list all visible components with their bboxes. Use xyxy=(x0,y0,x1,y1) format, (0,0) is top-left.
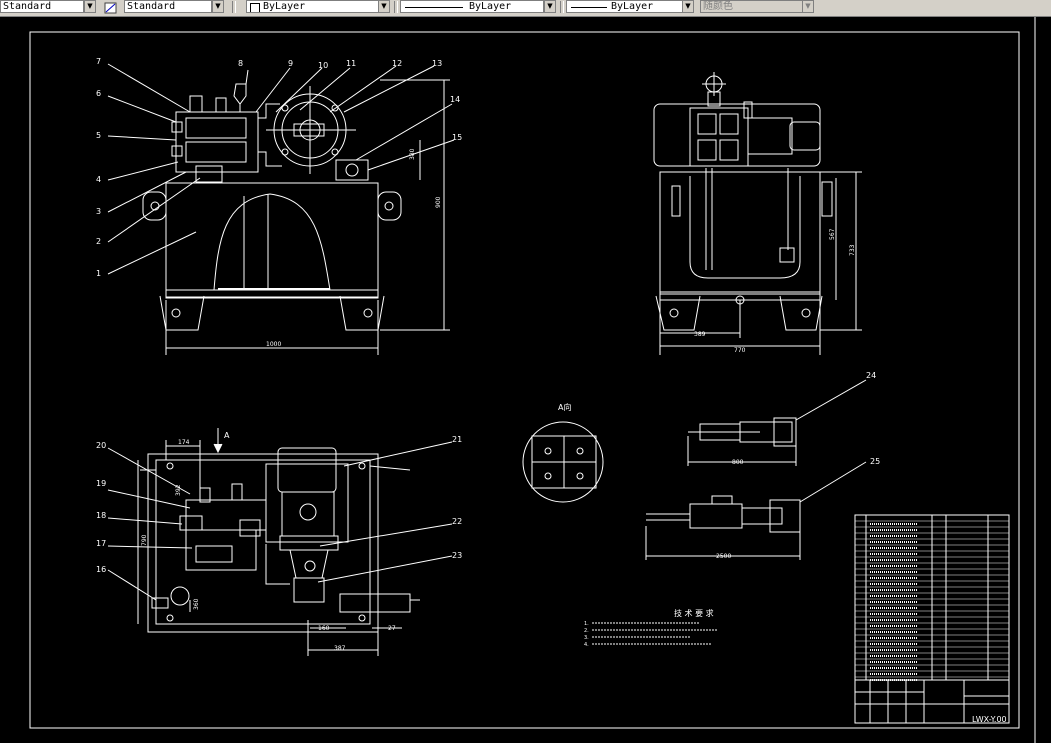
tech-requirements: 1. 2. 3. 4. xyxy=(584,621,718,648)
balloon-21: 21 xyxy=(452,435,462,444)
dim-plan-387: 387 xyxy=(334,645,346,652)
dim-plan-left2: 790 xyxy=(141,534,148,546)
lineweight-sample xyxy=(571,7,607,8)
tech-item-2: 2. xyxy=(584,628,589,634)
lineweight-dropdown[interactable]: ByLayer xyxy=(566,0,688,13)
parts-list xyxy=(854,514,1010,724)
lineweight-value: ByLayer xyxy=(611,1,654,12)
dim-plan-small2: 360 xyxy=(193,598,200,610)
balloon-9: 9 xyxy=(288,59,293,68)
balloon-labels: 7 6 5 4 3 2 1 8 9 10 11 12 13 14 15 20 1… xyxy=(96,57,880,574)
tech-item-1: 1. xyxy=(584,621,589,627)
balloon-7: 7 xyxy=(96,57,101,66)
plotstyle-dropdown: 随颜色 xyxy=(700,0,804,13)
toolbar-separator xyxy=(394,1,398,13)
balloon-22: 22 xyxy=(452,517,462,526)
balloon-19: 19 xyxy=(96,479,106,488)
balloon-13: 13 xyxy=(432,59,442,68)
dim-side-width: 770 xyxy=(734,347,746,354)
command-line-stub xyxy=(0,735,80,743)
chevron-down-icon[interactable]: ▼ xyxy=(682,0,694,13)
balloon-2: 2 xyxy=(96,237,101,246)
balloon-16: 16 xyxy=(96,565,106,574)
balloon-14: 14 xyxy=(450,95,460,104)
chevron-down-icon[interactable]: ▼ xyxy=(84,0,96,13)
dim-plan-left: 174 xyxy=(178,439,190,446)
color-swatch-icon xyxy=(250,3,260,12)
leader-lines xyxy=(107,63,867,601)
balloon-17: 17 xyxy=(96,539,106,548)
dim-side-offset: 389 xyxy=(694,331,706,338)
tech-item-3: 3. xyxy=(584,635,589,641)
plan-view xyxy=(137,428,420,656)
balloon-3: 3 xyxy=(96,207,101,216)
view-a xyxy=(522,421,604,503)
balloon-1: 1 xyxy=(96,269,101,278)
toolbar-separator xyxy=(232,1,236,13)
linetype-value: ByLayer xyxy=(469,1,512,12)
chevron-down-icon[interactable]: ▼ xyxy=(378,0,390,13)
chevron-down-icon[interactable]: ▼ xyxy=(544,0,556,13)
tech-requirements-title: 技 术 要 求 xyxy=(674,608,714,618)
balloon-20: 20 xyxy=(96,441,106,450)
drawing-canvas[interactable]: 7 6 5 4 3 2 1 8 9 10 11 12 13 14 15 20 1… xyxy=(0,17,1051,743)
dim-style-dropdown[interactable]: Standard xyxy=(124,0,212,13)
dim-plan-160: 160 xyxy=(318,625,330,632)
balloon-23: 23 xyxy=(452,551,462,560)
chevron-down-icon: ▼ xyxy=(802,0,814,13)
balloon-18: 18 xyxy=(96,511,106,520)
dim-side-inner: 567 xyxy=(829,228,836,240)
balloon-10: 10 xyxy=(318,61,328,70)
dim-detail-b: 2500 xyxy=(716,553,731,560)
front-view xyxy=(142,79,450,355)
balloon-25: 25 xyxy=(870,457,880,466)
section-label-a: A xyxy=(224,431,230,440)
balloon-8: 8 xyxy=(238,59,243,68)
toolbar-separator xyxy=(560,1,564,13)
drawing-border xyxy=(29,31,1020,729)
dimstyle-icon[interactable] xyxy=(104,0,118,14)
dim-front-small: 380 xyxy=(409,148,416,160)
text-style-dropdown[interactable]: Standard xyxy=(0,0,84,13)
dim-plan-27: 27 xyxy=(388,625,396,632)
balloon-5: 5 xyxy=(96,131,101,140)
balloon-4: 4 xyxy=(96,175,101,184)
layer-value: ByLayer xyxy=(263,1,306,12)
balloon-12: 12 xyxy=(392,59,402,68)
dim-front-width: 1000 xyxy=(266,341,281,348)
tech-item-4: 4. xyxy=(584,642,589,648)
dim-plan-small1: 392 xyxy=(175,484,182,496)
view-a-label: A向 xyxy=(558,402,571,412)
dim-detail-a: 800 xyxy=(732,459,744,466)
dim-front-height: 900 xyxy=(435,196,442,208)
side-view xyxy=(653,72,862,355)
balloon-6: 6 xyxy=(96,89,101,98)
chevron-down-icon[interactable]: ▼ xyxy=(212,0,224,13)
balloon-15: 15 xyxy=(452,133,462,142)
dim-side-height: 733 xyxy=(849,244,856,256)
detail-24 xyxy=(687,417,797,466)
balloon-11: 11 xyxy=(346,59,356,68)
dimension-text: 1000 900 380 770 389 733 567 174 392 360… xyxy=(141,148,856,652)
properties-toolbar: Standard ▼ Standard ▼ ByLayer ▼ ByLayer … xyxy=(0,0,1051,17)
layer-dropdown[interactable]: ByLayer xyxy=(246,0,380,13)
balloon-24: 24 xyxy=(866,371,876,380)
linetype-sample xyxy=(405,7,463,8)
linetype-dropdown[interactable]: ByLayer xyxy=(400,0,544,13)
detail-25 xyxy=(645,495,801,560)
drawing-number: LWX-Y.00 xyxy=(972,715,1007,724)
